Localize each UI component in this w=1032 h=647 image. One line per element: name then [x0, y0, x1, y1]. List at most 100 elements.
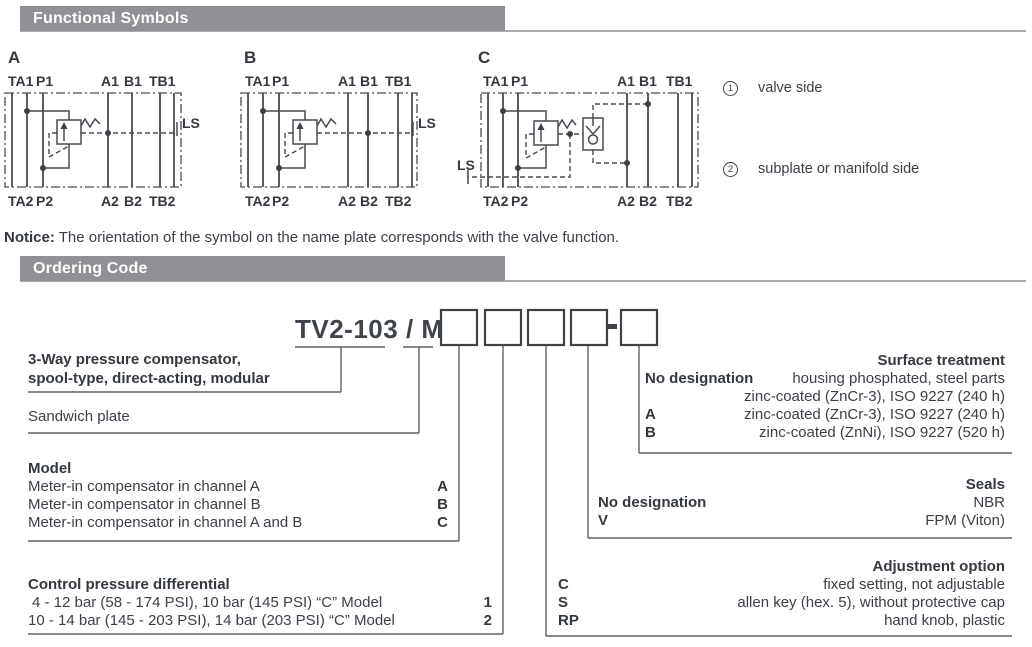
port-label: TB2: [666, 193, 693, 209]
option-code: V: [598, 512, 609, 529]
ls-label: LS: [457, 157, 475, 173]
sandwich-plate-label: Sandwich plate: [28, 408, 130, 425]
enclosure-frame: [240, 92, 418, 188]
adjustment-option-row: S allen key (hex. 5), without protective…: [558, 594, 1005, 612]
port-label: P1: [511, 73, 528, 89]
model-block: Model Meter-in compensator in channel A …: [28, 460, 448, 532]
notice: Notice: The orientation of the symbol on…: [4, 229, 619, 246]
base-code: TV2-103 / M: [295, 314, 444, 344]
option-desc: zinc-coated (ZnCr-3), ISO 9227 (240 h): [744, 388, 1005, 405]
ls-label: LS: [182, 115, 200, 131]
legend-text: valve side: [758, 80, 823, 96]
pressure-compensator-symbol: [56, 119, 82, 145]
diagram-b-label: B: [244, 48, 256, 67]
port-label: A1: [338, 73, 356, 89]
section-title: Ordering Code: [33, 260, 148, 277]
spring-symbol: [80, 117, 101, 129]
surface-treatment-block: Surface treatment No designation housing…: [645, 352, 1005, 442]
option-code: A: [645, 406, 656, 423]
diagram-b: B TA1 P1 A1 B1 TB1 TA2 P2 A2 B2 TB2: [240, 48, 436, 209]
diagram-c: C TA1 P1 A1 B1 TB1 TA2 P2 A2 B2 TB2: [457, 48, 699, 209]
section-divider-line: [20, 30, 1026, 32]
code-box-4: [569, 308, 609, 347]
notice-text: The orientation of the symbol on the nam…: [54, 229, 620, 246]
surface-option-row: zinc-coated (ZnCr-3), ISO 9227 (240 h): [645, 388, 1005, 406]
option-desc: 4 - 12 bar (58 - 174 PSI), 10 bar (145 P…: [32, 594, 383, 611]
port-label: A2: [101, 193, 119, 209]
port-label: TA1: [245, 73, 271, 89]
model-option-row: Meter-in compensator in channel A A: [28, 478, 448, 496]
port-label: TA1: [483, 73, 509, 89]
control-option-row: 10 - 14 bar (145 - 203 PSI), 14 bar (203…: [28, 612, 492, 630]
section-header-functional-symbols: Functional Symbols: [20, 6, 505, 31]
code-separator-dash: [608, 324, 617, 329]
circled-2-icon: 2: [723, 161, 738, 177]
model-option-row: Meter-in compensator in channel A and B …: [28, 514, 448, 532]
option-desc: allen key (hex. 5), without protective c…: [737, 594, 1005, 611]
model-option-row: Meter-in compensator in channel B B: [28, 496, 448, 514]
option-code: No designation: [598, 494, 707, 511]
port-label: B1: [360, 73, 378, 89]
product-description: 3-Way pressure compensator, spool-type, …: [28, 350, 270, 388]
enclosure-frame: [480, 92, 699, 188]
port-label: TA1: [8, 73, 34, 89]
option-code: No designation: [645, 370, 754, 387]
legend-item-valve-side: 1 valve side: [723, 80, 822, 96]
option-desc: FPM (Viton): [925, 512, 1005, 529]
option-code: C: [558, 576, 569, 593]
option-code: C: [437, 514, 448, 531]
option-desc: fixed setting, not adjustable: [823, 576, 1005, 593]
port-label: A2: [338, 193, 356, 209]
circled-1-icon: 1: [723, 80, 738, 96]
ordering-code-connector-diagram: [28, 308, 1012, 637]
product-description-line2: spool-type, direct-acting, modular: [28, 370, 270, 387]
option-desc: zinc-coated (ZnNi), ISO 9227 (520 h): [759, 424, 1005, 441]
option-desc: 10 - 14 bar (145 - 203 PSI), 14 bar (203…: [28, 612, 395, 629]
option-code: RP: [558, 612, 579, 629]
port-label: A1: [101, 73, 119, 89]
control-pressure-block: Control pressure differential 4 - 12 bar…: [28, 576, 492, 630]
pressure-compensator-symbol: [292, 119, 318, 145]
code-box-1: [439, 308, 479, 347]
adjustment-option-block: Adjustment option C fixed setting, not a…: [558, 558, 1005, 630]
seals-block: Seals No designation NBR V FPM (Viton): [598, 476, 1005, 530]
option-desc: housing phosphated, steel parts: [792, 370, 1005, 387]
port-label: B1: [124, 73, 142, 89]
port-label: TA2: [245, 193, 271, 209]
diagram-c-label: C: [478, 48, 490, 67]
option-code: B: [437, 496, 448, 513]
surface-option-row: No designation housing phosphated, steel…: [645, 370, 1005, 388]
functional-symbols-diagrams: A TA1 P1 A1 B1 TB1 TA2 P2 A2 B2 TB2: [4, 48, 699, 209]
port-label: TA2: [8, 193, 34, 209]
code-box-2: [483, 308, 523, 347]
port-label: TB1: [149, 73, 176, 89]
port-label: TB1: [385, 73, 412, 89]
port-label: A1: [617, 73, 635, 89]
option-code: A: [437, 478, 448, 495]
adjustment-option-row: C fixed setting, not adjustable: [558, 576, 1005, 594]
option-desc: hand knob, plastic: [884, 612, 1005, 629]
option-desc: Meter-in compensator in channel A: [28, 478, 260, 495]
seals-option-row: V FPM (Viton): [598, 512, 1005, 530]
option-code: B: [645, 424, 656, 441]
diagram-a-label: A: [8, 48, 20, 67]
port-label: P2: [36, 193, 53, 209]
legend-text: subplate or manifold side: [758, 161, 920, 177]
option-code: 1: [483, 594, 492, 611]
diagram-a: A TA1 P1 A1 B1 TB1 TA2 P2 A2 B2 TB2: [4, 48, 200, 209]
control-option-row: 4 - 12 bar (58 - 174 PSI), 10 bar (145 P…: [28, 594, 492, 612]
section-title: Functional Symbols: [33, 10, 189, 27]
port-label: A2: [617, 193, 635, 209]
ls-pilot-line: [468, 134, 571, 178]
legend-item-subplate-side: 2 subplate or manifold side: [723, 161, 919, 177]
option-desc: zinc-coated (ZnCr-3), ISO 9227 (240 h): [744, 406, 1005, 423]
control-pressure-title: Control pressure differential: [28, 576, 230, 593]
port-label: B1: [639, 73, 657, 89]
port-label: TB1: [666, 73, 693, 89]
option-desc: Meter-in compensator in channel A and B: [28, 514, 303, 531]
port-label: TB2: [385, 193, 412, 209]
model-title: Model: [28, 460, 72, 477]
port-label: B2: [124, 193, 142, 209]
section-divider-line: [20, 280, 1026, 282]
